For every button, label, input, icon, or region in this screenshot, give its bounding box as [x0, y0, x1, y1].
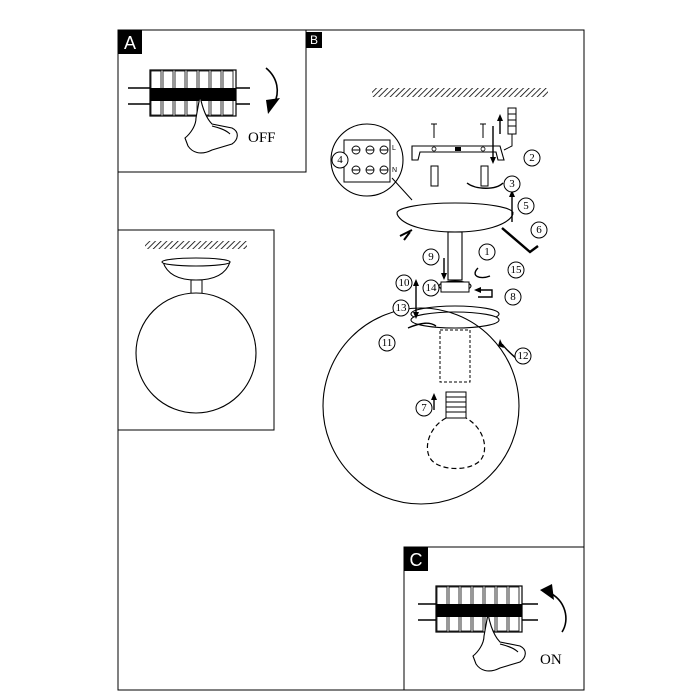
mounting-bracket [411, 145, 505, 161]
terminal-label-l: L [392, 145, 396, 152]
panel-a: A OFF [117, 29, 307, 173]
panel-c-letter-box [404, 547, 428, 571]
step-marker-circle [507, 261, 525, 279]
step-marker-circle [504, 288, 522, 306]
step-marker-circle [422, 279, 440, 297]
hand-c [472, 613, 526, 672]
terminal-block: L N [330, 123, 413, 201]
step-number-10: 10 [399, 277, 411, 289]
assembled-lamp-view [117, 229, 275, 431]
panel-b-letter-box [306, 32, 322, 48]
ceiling-hatch-small [145, 241, 247, 249]
on-arrow-head [540, 584, 554, 600]
panel-c: C ON [403, 546, 585, 691]
step-number-13: 13 [396, 302, 408, 314]
step-number-9: 9 [428, 251, 434, 263]
terminal-label-n: N [392, 167, 397, 174]
step-marker-circle [415, 399, 433, 417]
panel-b: B [306, 32, 548, 505]
step-number-12: 12 [518, 350, 529, 362]
step-marker-circle [331, 151, 349, 169]
lamp-stem [447, 231, 463, 281]
step-marker-circle [514, 347, 532, 365]
breaker-block-a [128, 69, 250, 117]
step-marker-circle [478, 243, 496, 261]
step-marker-circle [392, 299, 410, 317]
ceiling-hatch [372, 88, 548, 97]
canopy-screw-icon [399, 229, 413, 241]
wall-anchor [503, 107, 517, 151]
step-marker-circle [395, 274, 413, 292]
breaker-block-c [418, 585, 538, 633]
glass-globe-small [135, 292, 257, 414]
panel-c-switch-label: ON [540, 652, 562, 668]
step-number-6: 6 [536, 224, 542, 236]
glass-globe [322, 307, 520, 505]
mounting-screws [430, 123, 489, 187]
step-number-8: 8 [510, 291, 516, 303]
hand-a [184, 95, 238, 154]
step-number-4: 4 [337, 154, 343, 166]
step-number-2: 2 [529, 152, 535, 164]
off-arrow-head [266, 98, 280, 114]
step-marker-circle [422, 248, 440, 266]
step-number-5: 5 [523, 200, 529, 212]
arrow-heads [413, 114, 515, 400]
lamp-socket [439, 329, 471, 383]
panel-b-letter: B [310, 33, 318, 47]
step-number-11: 11 [382, 337, 393, 349]
step-number-7: 7 [421, 402, 427, 414]
panel-a-switch-label: OFF [248, 130, 276, 146]
light-bulb [426, 391, 486, 469]
step-number-3: 3 [509, 178, 515, 190]
panel-c-letter: C [410, 550, 423, 570]
step-number-1: 1 [484, 246, 490, 258]
step-number-15: 15 [511, 264, 523, 276]
step-marker-circle [530, 221, 548, 239]
ceiling-canopy [396, 202, 514, 233]
step-marker-circle [523, 149, 541, 167]
step-marker-circle [503, 175, 521, 193]
step-marker-circle [378, 334, 396, 352]
panel-a-letter: A [124, 33, 136, 53]
step-marker-circle [517, 197, 535, 215]
hex-key-icon [501, 227, 539, 254]
step-number-14: 14 [426, 282, 438, 294]
panel-a-letter-box [118, 30, 142, 54]
